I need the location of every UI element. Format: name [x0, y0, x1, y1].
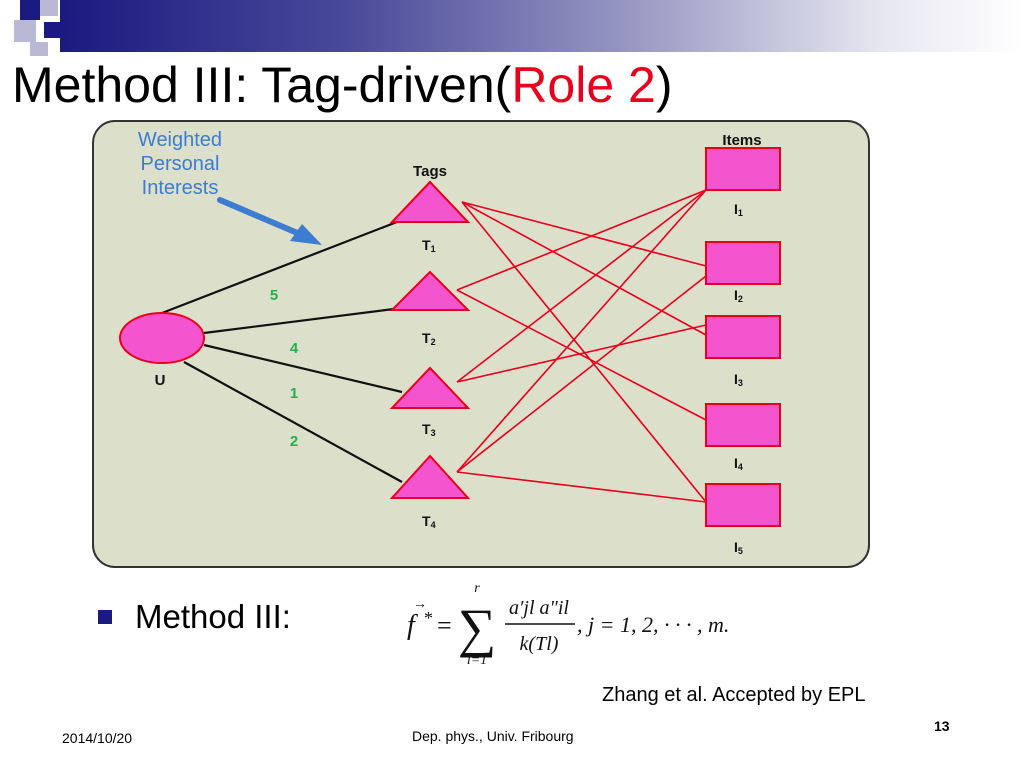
tag-label: T4 [422, 513, 436, 530]
edge-t1-i3 [461, 201, 707, 336]
item-label: I2 [734, 287, 743, 304]
item-node [705, 483, 781, 527]
formula-lhs: f [407, 610, 418, 641]
formula-lhs-sup: * [424, 608, 433, 628]
annotation-text: Weighted Personal Interests [138, 129, 222, 199]
item-label: I4 [734, 455, 743, 472]
page-number: 13 [934, 718, 950, 734]
annotation-line-1: Weighted [138, 129, 222, 151]
tag-node [389, 454, 471, 499]
weight-label: 4 [290, 340, 299, 357]
annotation-line-3: Interests [142, 177, 219, 199]
header-gradient-bar [60, 0, 1024, 52]
edge-weights: 5 4 1 2 [270, 287, 299, 450]
bullet-marker [98, 610, 112, 624]
formula-sum-top: r [474, 581, 480, 596]
formula: f → * = r ∑ l=1 a′jl a″il k(Tl) , j = 1,… [407, 581, 729, 668]
item-label: I3 [734, 371, 743, 388]
edge-u-t1 [161, 218, 403, 315]
weight-label: 2 [290, 433, 298, 450]
decor-square [44, 22, 60, 38]
tag-driven-network-diagram: Weighted Personal Interests Tags Items U… [92, 120, 870, 568]
user-label: U [155, 372, 166, 389]
edge-t1-i5 [461, 201, 707, 503]
tag-labels: T1 T2 T3 T4 [422, 237, 436, 530]
decor-square [40, 0, 58, 16]
title-highlight: Role 2 [511, 57, 656, 113]
edge-t1-i2 [461, 201, 707, 267]
tag-nodes [389, 180, 471, 499]
tag-label: T1 [422, 237, 436, 254]
edge-t4-i1 [456, 189, 707, 473]
edge-u-t3 [203, 343, 403, 394]
annotation-arrow [217, 197, 322, 245]
items-header: Items [722, 132, 761, 149]
item-label: I5 [734, 539, 743, 556]
annotation-line-2: Personal [141, 153, 220, 175]
footer-date: 2014/10/20 [62, 730, 133, 746]
decor-square [20, 0, 40, 20]
tag-node [389, 180, 471, 223]
formula-sum-sign: ∑ [458, 598, 497, 658]
edge-t3-i1 [456, 189, 707, 383]
item-labels: I1 I2 I3 I4 I5 [734, 201, 743, 556]
footer-affiliation: Dep. phys., Univ. Fribourg [412, 728, 574, 744]
formula-numerator: a′jl a″il [509, 597, 569, 619]
item-node [705, 403, 781, 447]
slide-title: Method III: Tag-driven(Role 2) [12, 60, 673, 110]
tag-node [389, 366, 471, 409]
weight-label: 1 [290, 385, 298, 402]
item-label: I1 [734, 201, 743, 218]
edge-t2-i4 [456, 289, 707, 421]
edge-u-t4 [183, 361, 403, 483]
edge-t4-i2 [456, 275, 707, 473]
item-node [705, 147, 781, 191]
decor-square [14, 20, 36, 42]
user-tag-edges [161, 218, 403, 483]
weight-label: 5 [270, 287, 278, 304]
edge-t3-i3 [456, 324, 707, 383]
formula-vector-arrow: → [413, 597, 427, 612]
user-node [119, 312, 205, 364]
tag-node [389, 270, 471, 311]
item-nodes [705, 147, 781, 527]
title-suffix: ) [655, 57, 673, 113]
edge-t2-i1 [456, 189, 707, 291]
formula-sum-bottom: l=1 [467, 653, 487, 668]
tag-item-edges [456, 189, 707, 503]
formula-condition: , j = 1, 2, · · · , m. [577, 612, 729, 637]
decor-square [30, 42, 48, 56]
citation: Zhang et al. Accepted by EPL [602, 684, 866, 706]
tag-label: T2 [422, 330, 436, 347]
item-node [705, 315, 781, 359]
title-prefix: Method III: Tag-driven( [12, 57, 512, 113]
tags-header: Tags [413, 163, 447, 180]
diagram-panel [92, 120, 870, 568]
tag-label: T3 [422, 421, 436, 438]
edge-u-t2 [203, 306, 403, 335]
formula-equals: = [437, 611, 452, 640]
method-label: Method III: [135, 598, 291, 635]
item-node [705, 241, 781, 285]
edge-t4-i5 [456, 471, 707, 503]
formula-denominator: k(Tl) [520, 633, 559, 655]
